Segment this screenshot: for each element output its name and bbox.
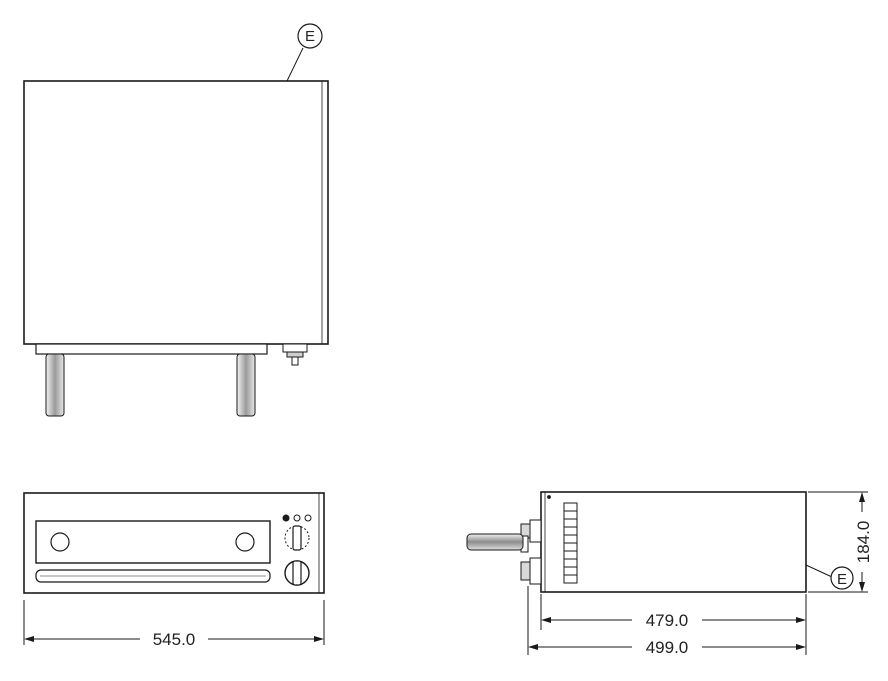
dim-side-depth-inner-label: 479.0 [646, 611, 689, 630]
left-leg [45, 353, 65, 417]
dimension-front-width [23, 600, 325, 645]
top-view-base [35, 343, 268, 355]
callout-top-circle [297, 23, 323, 49]
front-view [23, 492, 325, 594]
callout-top-label: E [305, 28, 315, 45]
dim-side-depth-outer-label: 499.0 [646, 638, 689, 657]
indicator-light-3 [304, 514, 312, 522]
door-handle-bar [35, 569, 271, 583]
indicator-light-2 [293, 514, 301, 522]
right-leg [236, 353, 256, 417]
top-view-body [23, 80, 329, 345]
front-door-panel [35, 520, 271, 564]
dimension-side-depth-outer [527, 586, 806, 655]
callout-side-circle [830, 566, 854, 590]
door-left-hinge [50, 532, 70, 552]
indicator-light-1 [282, 514, 290, 522]
door-right-hinge [235, 532, 255, 552]
top-view-knob [282, 343, 308, 366]
side-vents [563, 502, 578, 584]
dim-side-height-label: 184.0 [854, 521, 873, 564]
callout-side-label: E [837, 571, 847, 588]
side-view-body [540, 491, 807, 593]
dim-front-width-label: 545.0 [153, 630, 196, 649]
side-view [466, 491, 854, 593]
side-knobs [520, 519, 542, 585]
dimension-side-depth-inner [540, 594, 807, 655]
side-door-handle [466, 533, 529, 553]
dimension-side-height [808, 491, 868, 593]
top-view [23, 23, 329, 417]
